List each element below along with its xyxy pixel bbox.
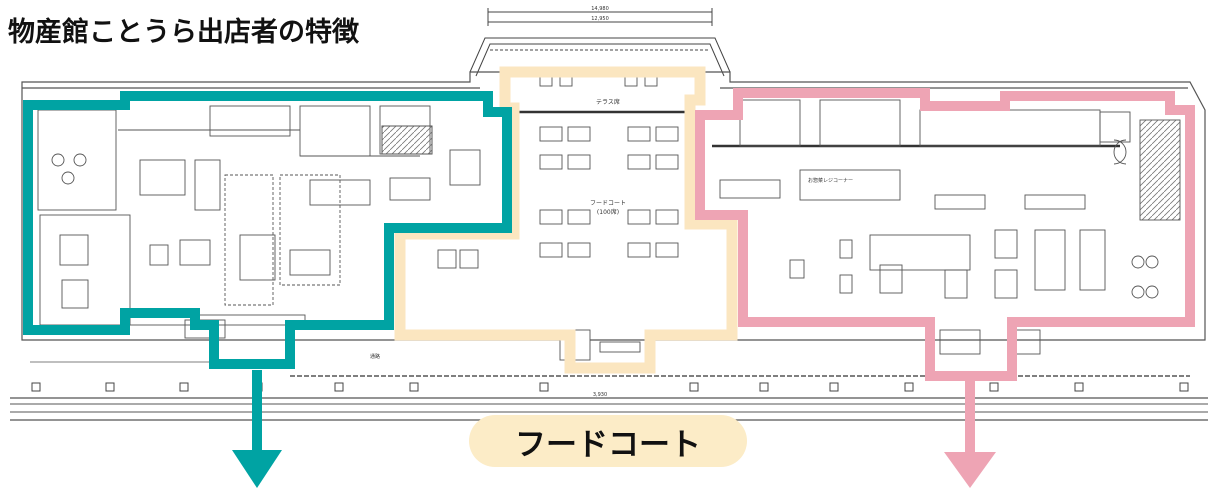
food-court-interior (437, 75, 679, 361)
left-down-arrow (232, 370, 282, 488)
food-court-label-pill: フードコート (469, 415, 747, 467)
right-store-interior (712, 99, 1181, 355)
food-court-zone-outline (394, 66, 738, 374)
right-down-arrow (944, 380, 996, 488)
terrace-label: テラス席 (596, 98, 620, 106)
right-zone-outline (695, 88, 1195, 381)
left-kitchen-hatch (381, 125, 433, 155)
bottom-dimension: 3,930 (593, 392, 607, 398)
top-dimension-1: 14,980 (591, 6, 609, 12)
top-dimension-2: 12,950 (591, 16, 609, 22)
left-zone-outline (23, 91, 512, 369)
walkway-posts (31, 382, 1189, 392)
walkway-label: 通路 (370, 353, 380, 360)
food-court-small-label: フードコート (590, 200, 626, 207)
register-label: お惣菜レジコーナー (808, 177, 853, 184)
food-court-label: フードコート (515, 426, 701, 463)
roof-outline (469, 8, 731, 77)
page-title: 物産館ことうら出店者の特徴 (8, 17, 359, 48)
food-court-seats-label: (100席) (597, 208, 619, 216)
